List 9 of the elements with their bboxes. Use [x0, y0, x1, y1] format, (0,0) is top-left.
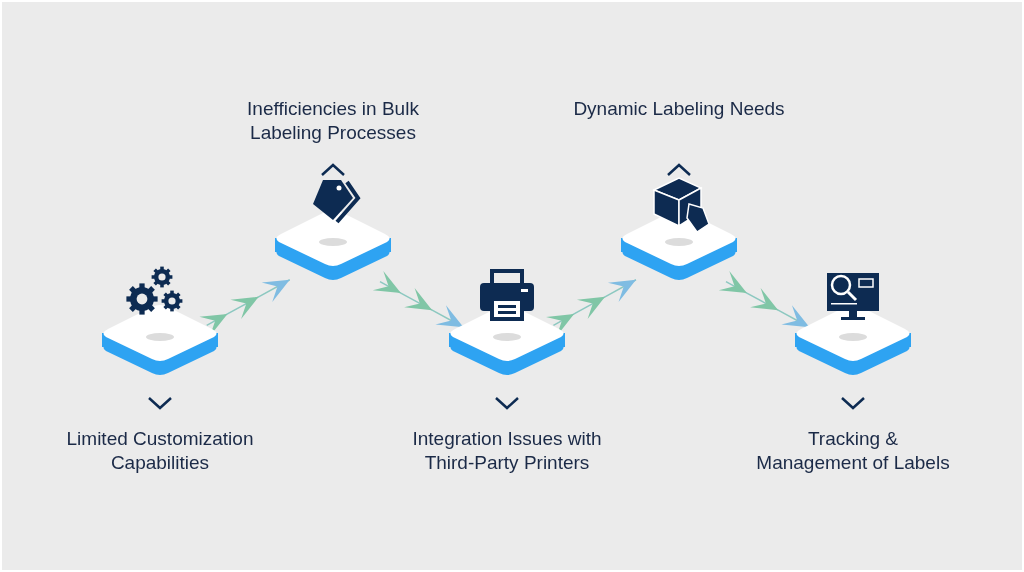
arrow [546, 279, 637, 330]
step-title: Tracking & Management of Labels [755, 427, 951, 475]
arrow [199, 279, 291, 330]
arrow [719, 271, 811, 328]
step-title: Dynamic Labeling Needs [572, 97, 786, 121]
step-title: Inefficiencies in Bulk Labeling Processes [246, 97, 420, 145]
arrow [373, 271, 465, 328]
step-title: Integration Issues with Third-Party Printers [411, 427, 603, 475]
step-title: Limited Customization Capabilities [65, 427, 255, 475]
